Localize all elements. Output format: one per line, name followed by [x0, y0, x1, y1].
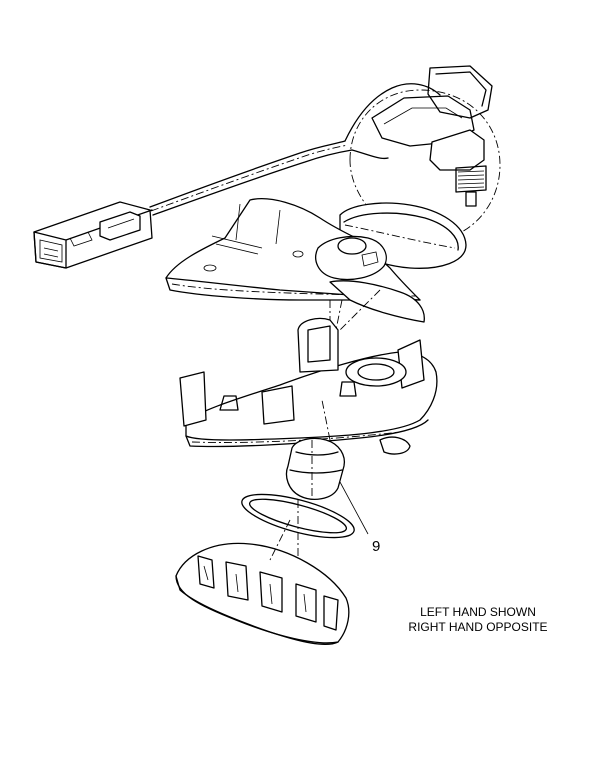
note-line-1: LEFT HAND SHOWN [420, 605, 536, 619]
lens-icon [175, 542, 350, 645]
assembly-axis [269, 289, 381, 561]
mounting-plate [165, 198, 425, 323]
wire-harness [149, 83, 441, 216]
gasket-icon [241, 493, 355, 560]
orientation-note: LEFT HAND SHOWN RIGHT HAND OPPOSITE [398, 605, 558, 635]
callout-number: 9 [372, 538, 381, 555]
note-line-2: RIGHT HAND OPPOSITE [408, 620, 548, 634]
reflector-tray [179, 299, 438, 455]
bulb-icon [285, 437, 369, 535]
connector-icon [33, 201, 153, 269]
